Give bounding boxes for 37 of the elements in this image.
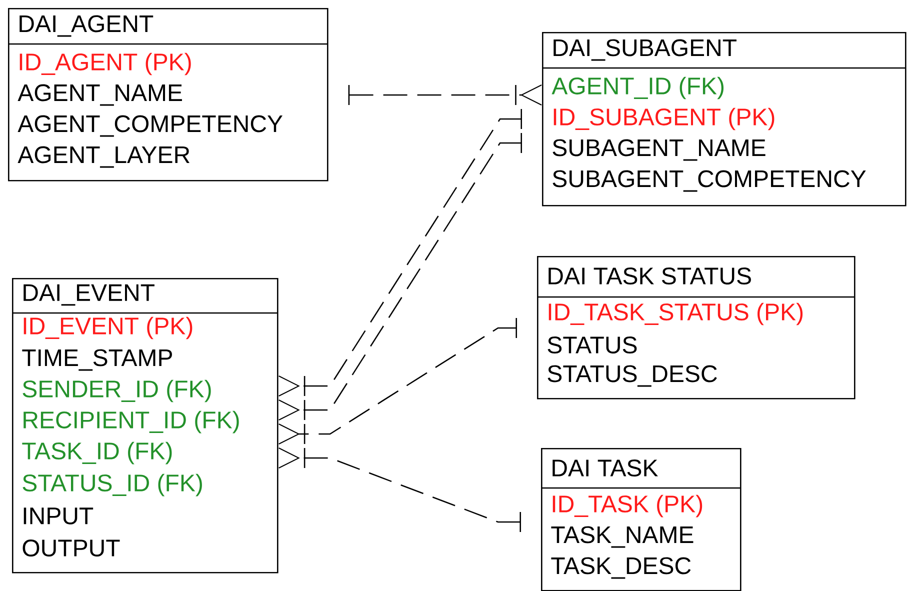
relationship-line: [278, 318, 517, 444]
column-name: OUTPUT: [22, 540, 120, 556]
column-name: ID_AGENT (PK): [20, 52, 191, 76]
entity-table: [537, 256, 856, 400]
column-name: AGENT_LAYER: [18, 146, 190, 168]
column-name: INPUT: [24, 508, 94, 524]
table-title: DAI_SUBAGENT: [554, 39, 736, 61]
column-name: TIME_STAMP: [22, 349, 172, 371]
column-name: TASK_ID (FK): [22, 442, 172, 464]
column-name: AGENT_NAME: [18, 84, 182, 106]
column-name: ID_TASK_STATUS (PK): [548, 302, 803, 326]
relationship-line: [278, 109, 522, 396]
relationship-line: [278, 448, 521, 532]
column-name: SUBAGENT_NAME: [552, 139, 766, 161]
column-name: AGENT_COMPETENCY: [18, 115, 282, 137]
relationship-line: [278, 133, 522, 420]
table-title: DAI_EVENT: [24, 284, 154, 306]
column-name: TASK_NAME: [551, 526, 694, 548]
column-name: STATUS_ID (FK): [22, 474, 202, 496]
column-name: SENDER_ID (FK): [22, 380, 211, 402]
entity-table: [541, 448, 742, 591]
column-name: RECIPIENT_ID (FK): [24, 410, 239, 434]
column-name: ID_TASK (PK): [552, 494, 702, 518]
table-title: DAI TASK: [552, 460, 658, 476]
column-name: STATUS_DESC: [548, 365, 717, 387]
column-name: ID_SUBAGENT (PK): [554, 108, 774, 130]
entity-table: [542, 32, 906, 206]
entity-table: [12, 278, 278, 574]
column-name: SUBAGENT_COMPETENCY: [552, 170, 866, 192]
table-title: DAI_AGENT: [20, 15, 154, 37]
column-name: ID_EVENT (PK): [24, 316, 192, 340]
column-name: STATUS: [548, 336, 637, 354]
column-name: TASK_DESC: [551, 557, 691, 579]
relationship-line: [348, 84, 542, 106]
column-name: AGENT_ID (FK): [552, 76, 724, 100]
entity-table: [8, 8, 328, 182]
table-title: DAI TASK STATUS: [548, 268, 751, 284]
